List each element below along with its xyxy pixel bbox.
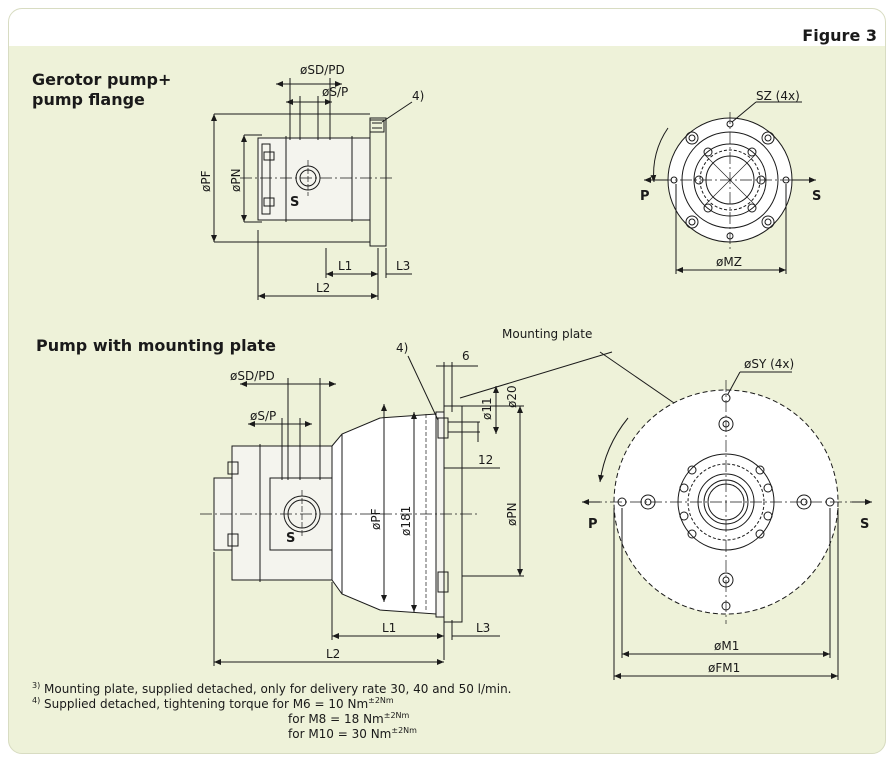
section-title-gerotor: Gerotor pump+ pump flange [32, 70, 172, 109]
figure-title: Figure 3 [802, 26, 877, 45]
label-fm1: øFM1 [708, 661, 740, 675]
label-sz: SZ (4x) [756, 89, 800, 103]
label-dim12: 12 [478, 453, 493, 467]
gerotor-side-view [211, 78, 413, 300]
note-3: 3) Mounting plate, supplied detached, on… [32, 681, 512, 696]
label-sd-pd-top: øSD/PD [300, 63, 345, 77]
label-sy: øSY (4x) [744, 357, 794, 371]
label-s-p-top: øS/P [322, 85, 348, 99]
label-l1-bottom: L1 [382, 621, 396, 635]
note-4-m10: for M10 = 30 Nm±2Nm [288, 726, 417, 741]
gerotor-front-view [644, 101, 816, 274]
label-s-p-bottom: øS/P [250, 409, 276, 423]
label-note4-top: 4) [412, 89, 424, 103]
label-pn-bottom: øPN [505, 502, 519, 526]
note-4: 4) Supplied detached, tightening torque … [32, 696, 394, 711]
header-stripe [8, 8, 886, 46]
mounting-plate-side-view [200, 351, 691, 666]
label-d11: ø11 [480, 397, 494, 420]
label-mz: øMZ [716, 255, 742, 269]
label-l1-top: L1 [338, 259, 352, 273]
label-p-bottom: P [588, 517, 598, 532]
mounting-plate-front-view [582, 371, 872, 680]
label-m1: øM1 [714, 639, 739, 653]
label-d20: ø20 [505, 385, 519, 408]
note-4-m8: for M8 = 18 Nm±2Nm [288, 711, 410, 726]
label-p-top: P [640, 189, 650, 204]
label-sd-pd-bottom: øSD/PD [230, 369, 275, 383]
label-pf-bottom: øPF [369, 508, 383, 530]
label-pf-top: øPF [199, 170, 213, 192]
label-note4-bottom: 4) [396, 341, 408, 355]
label-l3-top: L3 [396, 259, 410, 273]
label-s-bottom: S [286, 531, 295, 546]
label-s-front-bottom: S [860, 517, 869, 532]
label-l2-bottom: L2 [326, 647, 340, 661]
label-s-top: S [290, 195, 299, 210]
label-pn-top: øPN [229, 168, 243, 192]
label-mounting-plate: Mounting plate [502, 327, 592, 341]
label-dim6: 6 [462, 349, 470, 363]
label-d181: ø181 [399, 506, 413, 536]
footnotes: 3) Mounting plate, supplied detached, on… [32, 680, 512, 740]
label-s-front-top: S [812, 189, 821, 204]
label-l3-bottom: L3 [476, 621, 490, 635]
section-title-mounting-plate: Pump with mounting plate [36, 336, 276, 355]
label-l2-top: L2 [316, 281, 330, 295]
